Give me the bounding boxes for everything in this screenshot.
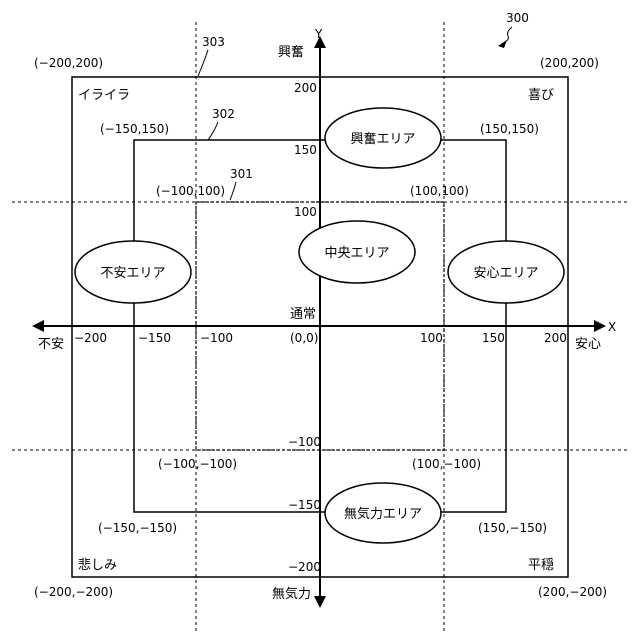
coord-200-br: (200,−200)	[538, 585, 607, 599]
y-tick-200: 200	[294, 81, 317, 95]
emotion-top-right: 喜び	[528, 88, 554, 103]
x-tick-neg100: −100	[200, 331, 233, 345]
ref-301-leader	[230, 182, 236, 200]
y-tick-neg200: −200	[288, 560, 321, 574]
y-neg-label: 無気力	[272, 586, 311, 602]
coord-150-br: (150,−150)	[478, 521, 547, 535]
x-pos-label: 安心	[575, 337, 601, 352]
origin-coord: (0,0)	[290, 331, 318, 345]
area-left: 不安エリア	[75, 241, 191, 303]
coord-150-tr: (150,150)	[480, 122, 539, 136]
area-bottom: 無気力エリア	[325, 483, 441, 543]
ref-302: 302	[212, 107, 235, 121]
area-left-label: 不安エリア	[100, 266, 165, 281]
coord-100-br: (100,−100)	[412, 457, 481, 471]
area-center: 中央エリア	[299, 221, 415, 283]
x-axis-arrow-left	[32, 320, 44, 332]
y-pos-label: 興奮	[278, 45, 304, 60]
ref-303-leader	[198, 50, 208, 76]
y-tick-150: 150	[294, 143, 317, 157]
y-tick-neg100: −100	[288, 435, 321, 449]
y-axis-arrow-bottom	[314, 596, 326, 608]
origin-label: 通常	[290, 307, 316, 322]
coord-100-bl: (−100,−100)	[158, 457, 237, 471]
y-tick-100: 100	[294, 205, 317, 219]
x-neg-label: 不安	[38, 337, 64, 352]
ref-300: 300	[506, 11, 529, 25]
area-top-label: 興奮エリア	[350, 132, 415, 147]
coord-200-tl: (−200,200)	[34, 56, 103, 70]
area-center-label: 中央エリア	[324, 246, 389, 261]
area-bottom-label: 無気力エリア	[344, 506, 422, 522]
coord-200-bl: (−200,−200)	[34, 585, 113, 599]
ref-302-leader	[208, 122, 218, 140]
coord-100-tl: (−100,100)	[156, 184, 225, 198]
y-axis-label: Y	[314, 27, 323, 41]
area-top: 興奮エリア	[325, 108, 441, 168]
x-tick-200: 200	[544, 331, 567, 345]
x-tick-150: 150	[482, 331, 505, 345]
coord-100-tr: (100,100)	[410, 184, 469, 198]
area-right-label: 安心エリア	[473, 266, 538, 281]
ref-300-arrow	[498, 40, 507, 48]
coord-150-bl: (−150,−150)	[98, 521, 177, 535]
coord-150-tl: (−150,150)	[100, 122, 169, 136]
ref-300-leader	[502, 27, 512, 44]
ref-301: 301	[230, 167, 253, 181]
emotion-bottom-left: 悲しみ	[78, 557, 117, 573]
x-axis-arrow-right	[594, 320, 606, 332]
ref-303: 303	[202, 35, 225, 49]
emotion-top-left: イライラ	[78, 88, 130, 103]
coord-200-tr: (200,200)	[540, 56, 599, 70]
x-tick-100: 100	[420, 331, 443, 345]
x-axis-label: X	[608, 320, 616, 334]
emotion-bottom-right: 平穏	[528, 558, 554, 573]
x-tick-neg150: −150	[138, 331, 171, 345]
area-right: 安心エリア	[448, 241, 564, 303]
y-tick-neg150: −150	[288, 498, 321, 512]
x-tick-neg200: −200	[74, 331, 107, 345]
